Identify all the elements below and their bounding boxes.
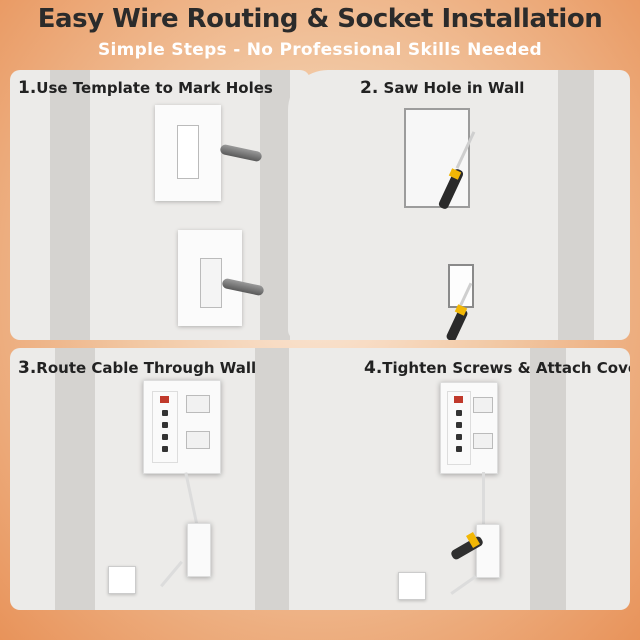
step-2-panel: 2. Saw Hole in Wall [288, 70, 630, 340]
step-4-heading: 4.Tighten Screws & Attach Cover [364, 358, 630, 378]
power-cable [184, 472, 199, 527]
wall-stud-shadow [558, 70, 594, 340]
template-plate-small [178, 230, 242, 326]
power-cable [482, 472, 485, 527]
step-2-label: Saw Hole in Wall [378, 79, 525, 97]
page-subtitle: Simple Steps - No Professional Skills Ne… [97, 40, 543, 60]
outlet-slot [162, 410, 168, 416]
template-plate-large [155, 105, 221, 201]
power-cable [450, 575, 477, 595]
wall-stud-shadow [55, 348, 95, 610]
outlet-slot [456, 422, 462, 428]
wall-stud-shadow [530, 348, 566, 610]
wall-outlet-icon [398, 572, 426, 600]
step-3-number: 3. [18, 358, 37, 378]
marker-pen-icon [219, 143, 263, 163]
cable-pass-through [186, 431, 210, 449]
step-1-heading: 1.Use Template to Mark Holes [18, 78, 273, 98]
power-strip-icon [447, 391, 471, 465]
cable-pass-through [473, 397, 493, 413]
step-2-number: 2. [360, 78, 379, 98]
step-3-label: Route Cable Through Wall [36, 359, 257, 377]
power-strip-icon [152, 391, 178, 463]
step-2-heading: 2. Saw Hole in Wall [360, 78, 524, 98]
step-1-number: 1. [18, 78, 37, 98]
step-1-label: Use Template to Mark Holes [36, 79, 273, 97]
low-voltage-inlet-plate [476, 524, 500, 578]
wall-stud-shadow [260, 70, 290, 340]
step-4-number: 4. [364, 358, 383, 378]
recessed-power-strip-box [440, 382, 498, 474]
page-title: Easy Wire Routing & Socket Installation [37, 4, 603, 34]
outlet-slot [162, 446, 168, 452]
cable-pass-through [473, 433, 493, 449]
wall-stud-shadow [255, 348, 289, 610]
outlet-slot [162, 434, 168, 440]
step-4-panel: 4.Tighten Screws & Attach Cover [290, 348, 630, 610]
low-voltage-inlet-plate [187, 523, 211, 577]
cable-pass-through [186, 395, 210, 413]
power-indicator [454, 396, 463, 403]
outlet-slot [456, 410, 462, 416]
template-cutout [177, 125, 199, 179]
power-cable [160, 560, 183, 588]
outlet-slot [456, 446, 462, 452]
wall-outlet-icon [108, 566, 136, 594]
wall-stud-shadow [50, 70, 90, 340]
template-cutout [200, 258, 222, 308]
step-4-label: Tighten Screws & Attach Cover [382, 359, 630, 377]
outlet-slot [456, 434, 462, 440]
step-3-heading: 3.Route Cable Through Wall [18, 358, 256, 378]
outlet-slot [162, 422, 168, 428]
power-indicator [160, 396, 169, 403]
recessed-power-strip-box [143, 380, 221, 474]
step-1-panel: 1.Use Template to Mark Holes [10, 70, 310, 340]
